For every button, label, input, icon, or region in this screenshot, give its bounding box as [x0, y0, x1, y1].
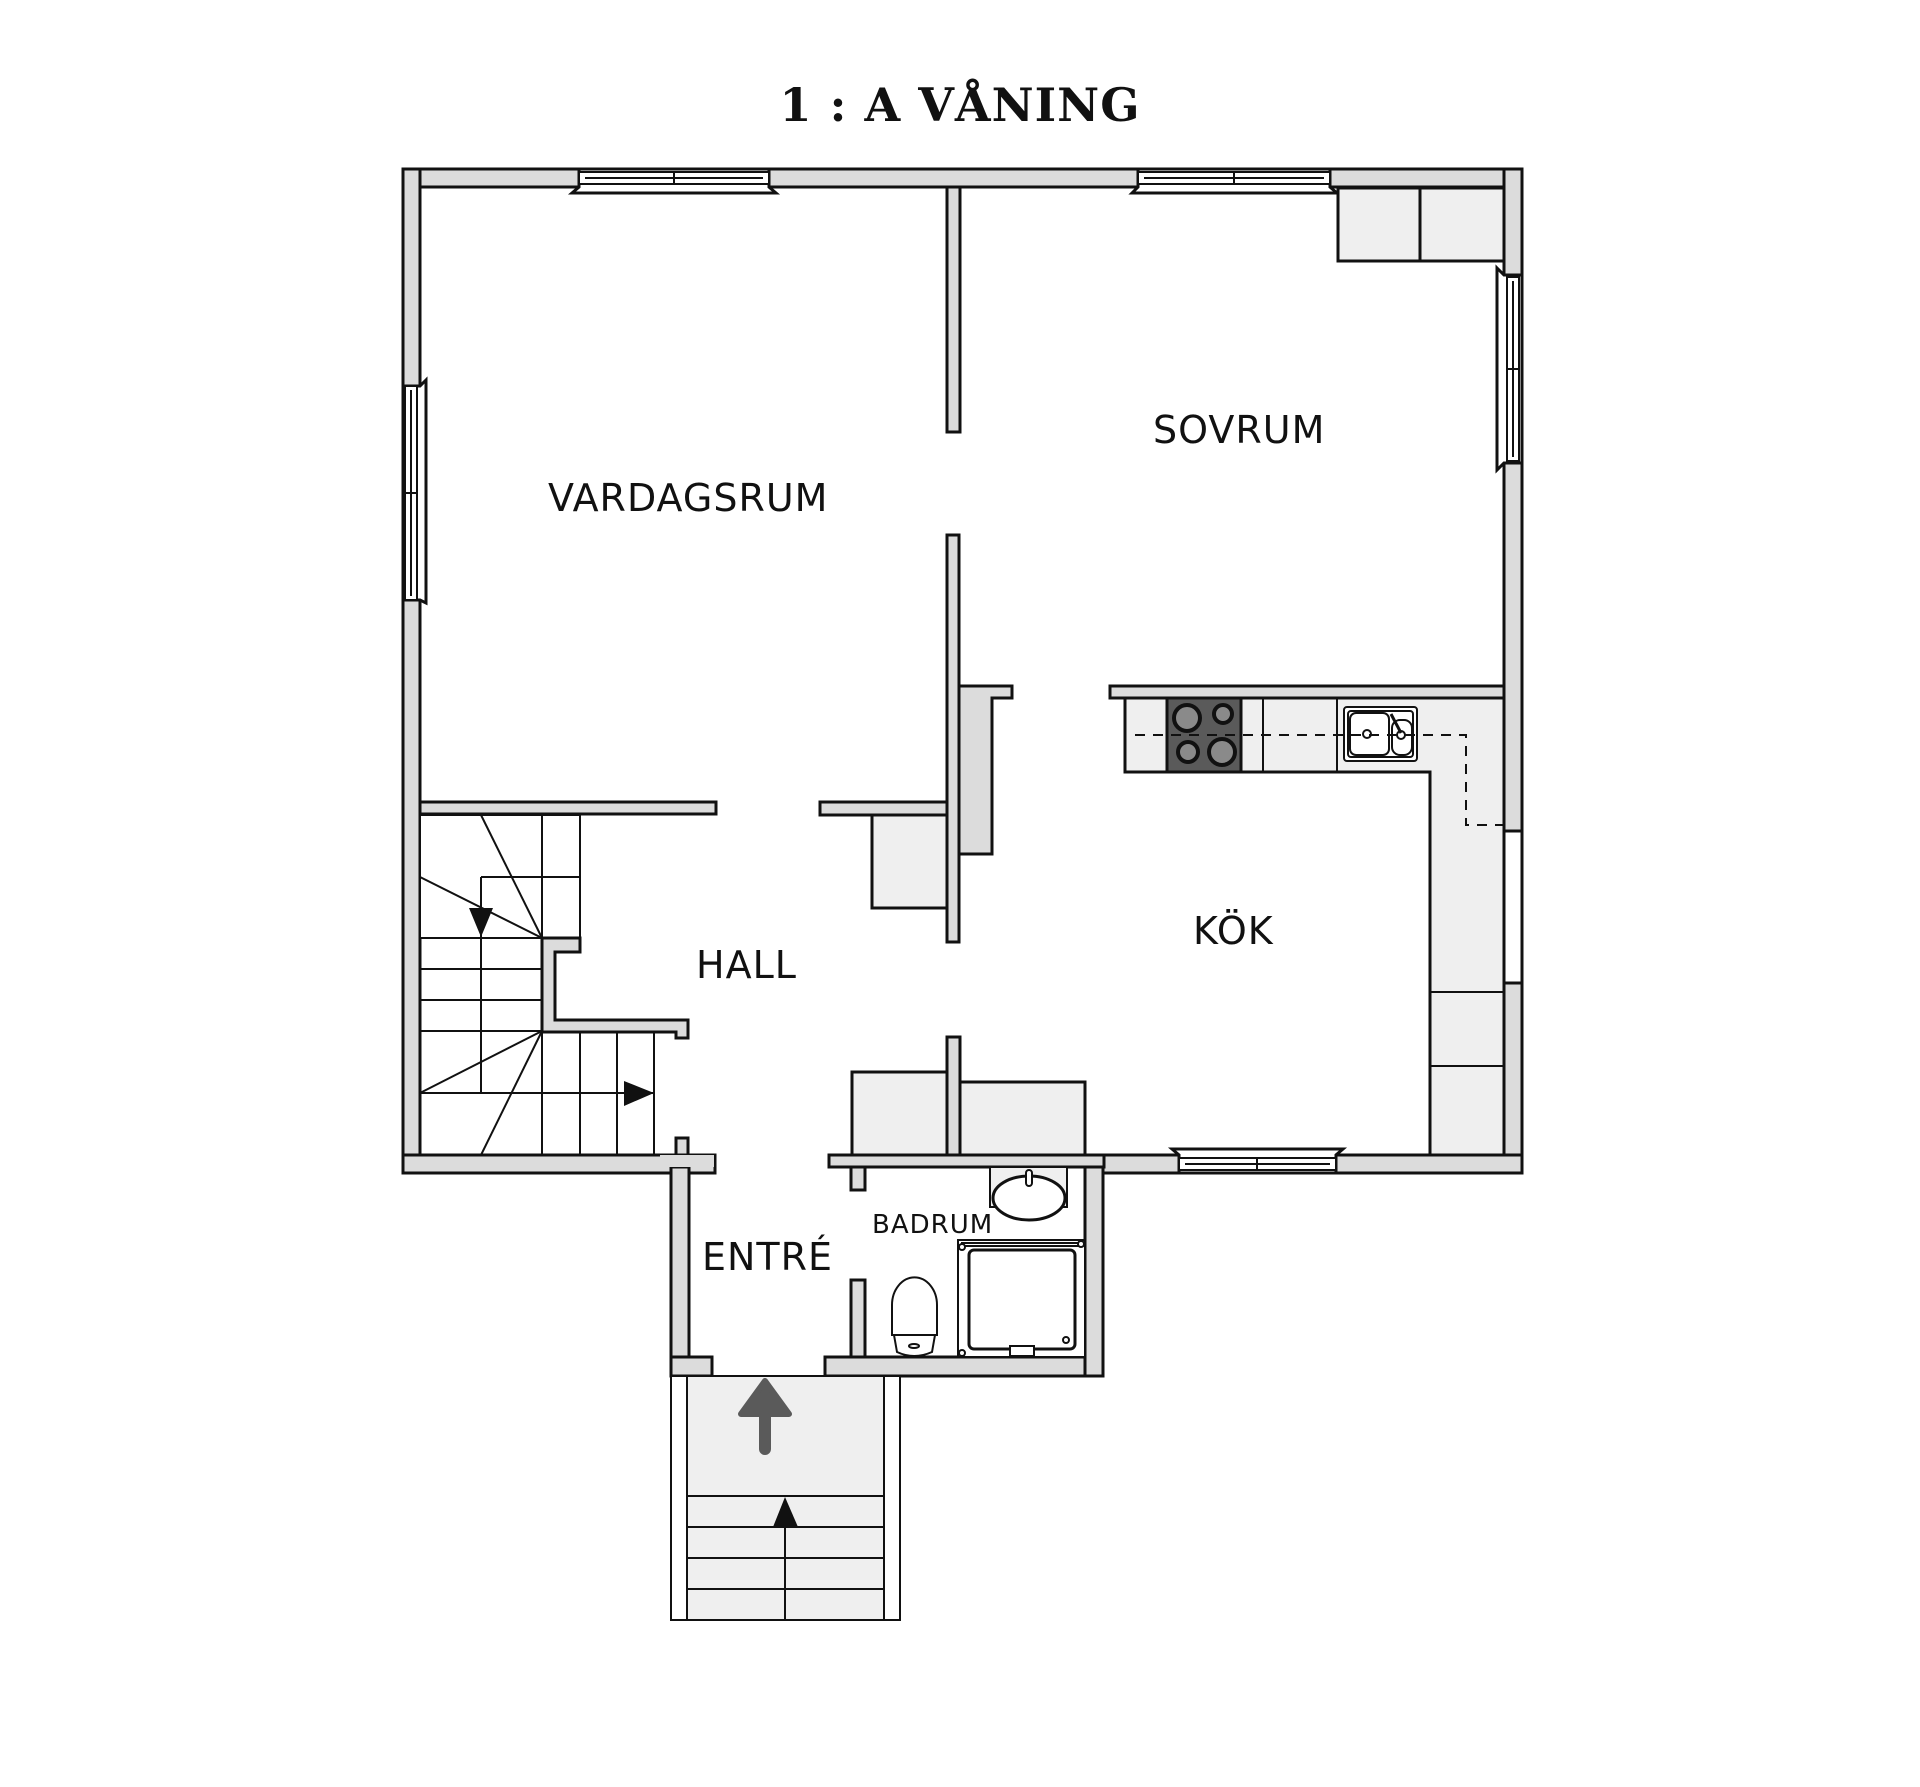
cabinet-hall-lower: [850, 1070, 949, 1157]
window-bottom-kitchen: [1167, 1147, 1348, 1175]
wall-right-upper: [1502, 167, 1524, 833]
triangle-down-icon: [469, 908, 493, 937]
arrow-up-icon: [738, 1378, 792, 1455]
triangle-right-icon: [624, 1081, 654, 1106]
wall-right-opening: [1502, 829, 1524, 985]
window-top-right: [1128, 167, 1342, 195]
toilet-icon: [891, 1276, 938, 1357]
room-label-sovrum: SOVRUM: [1153, 408, 1326, 452]
floor-title: 1 : A VÅNING: [779, 78, 1141, 132]
kitchen-sink-icon: [1343, 706, 1418, 762]
wall-center-upper: [945, 185, 962, 434]
wall-center-middle: [945, 533, 961, 944]
staircase: [419, 814, 676, 1156]
wall-living-hall-left: [418, 800, 718, 816]
kitchen-dashed-line: [1135, 734, 1504, 826]
wall-entry-left: [669, 1165, 691, 1378]
room-label-badrum: BADRUM: [872, 1210, 994, 1240]
wall-bathroom-left: [849, 1278, 867, 1359]
room-label-hall: HALL: [696, 943, 797, 987]
kitchen-counter: [1123, 696, 1506, 1157]
wardrobe: [1336, 186, 1506, 263]
wall-center-lower: [945, 1035, 962, 1157]
window-top-left: [567, 167, 781, 195]
chimney: [957, 684, 1014, 856]
cabinet-hall: [870, 813, 949, 910]
room-label-entre: ENTRÉ: [702, 1235, 834, 1279]
cabinet-kitchen-lower: [958, 1080, 1087, 1157]
window-right: [1495, 264, 1524, 474]
bathroom-sink-icon: [989, 1166, 1068, 1222]
wall-living-hall-right: [818, 800, 949, 817]
wall-stair-notch: [540, 936, 690, 1040]
room-label-vardagsrum: VARDAGSRUM: [548, 476, 829, 520]
shower-icon: [957, 1239, 1086, 1358]
wall-kitchen-top: [1108, 684, 1506, 700]
triangle-up-icon: [773, 1497, 798, 1527]
wall-top: [401, 167, 1524, 189]
window-left: [401, 376, 428, 606]
room-label-kok: KÖK: [1193, 909, 1274, 953]
wall-left: [401, 167, 422, 1175]
wall-bottom-left: [401, 1153, 717, 1175]
wall-right-lower: [1502, 981, 1524, 1175]
wall-bathroom-right: [1083, 1165, 1105, 1378]
